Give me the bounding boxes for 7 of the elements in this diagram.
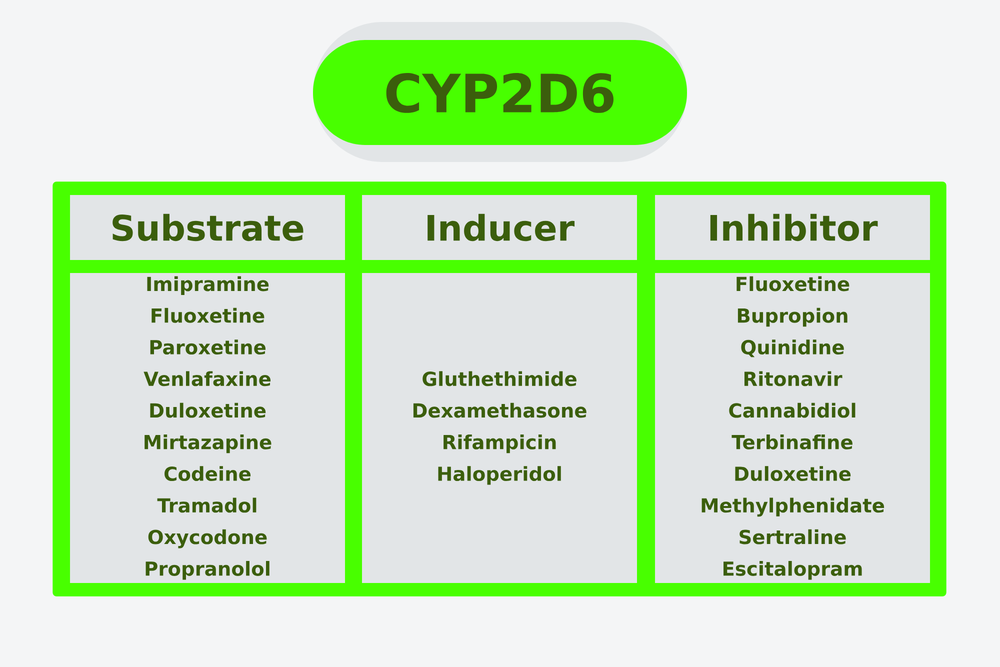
list-cell: Fluoxetine Bupropion Quinidine Ritonavir Cannabidiol Terbinafine Duloxetine Methylphenidate Sertraline Escitalopram xyxy=(655,273,930,583)
list-cell: Gluthethimide Dexamethasone Rifampicin Haloperidol xyxy=(362,273,637,583)
title-pill: CYP2D6 xyxy=(313,22,687,162)
header-cell: Substrate xyxy=(70,195,345,260)
header-cell: Inhibitor xyxy=(655,195,930,260)
list-cell: Imipramine Fluoxetine Paroxetine Venlafaxine Duloxetine Mirtazapine Codeine Tramadol Oxycodone Propranolol xyxy=(70,273,345,583)
header-cell: Inducer xyxy=(362,195,637,260)
